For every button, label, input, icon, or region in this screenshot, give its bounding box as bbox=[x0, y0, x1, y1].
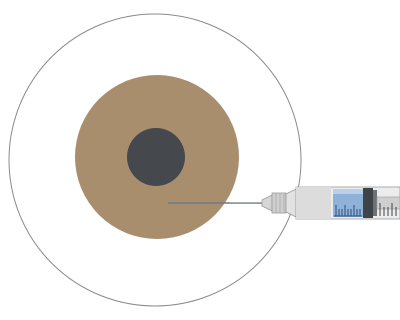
pupil bbox=[127, 128, 185, 186]
syringe-fluid-highlight bbox=[333, 189, 363, 194]
syringe-tip bbox=[286, 189, 296, 217]
syringe-plunger-stopper bbox=[363, 188, 373, 218]
syringe-plunger-stopper-edge bbox=[373, 190, 377, 216]
syringe-barrel-shade bbox=[296, 187, 331, 219]
